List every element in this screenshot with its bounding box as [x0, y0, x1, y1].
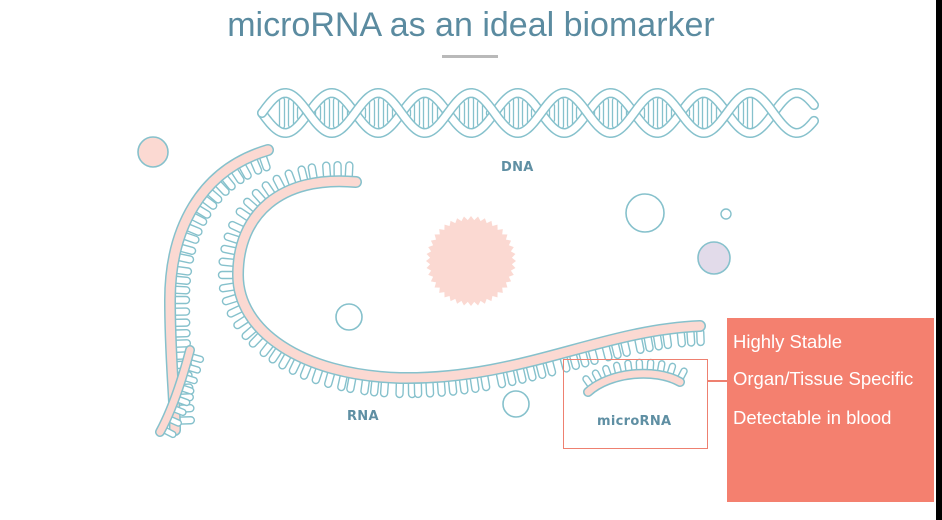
dna-base-pair: [278, 96, 286, 130]
dna-base-pair: [656, 96, 664, 130]
microrna-backbone: [584, 370, 684, 396]
microrna-label: microRNA: [597, 414, 672, 429]
window-edge: [936, 0, 942, 520]
property-detectable-in-blood: Detectable in blood: [733, 407, 892, 428]
rna-strand: [217, 161, 706, 399]
dna-base-pair: [602, 97, 610, 129]
tiny-bubble: [720, 208, 732, 220]
left-rna-strand: [155, 144, 274, 439]
lavender-bubble: [697, 241, 731, 275]
dna-backbone: [258, 89, 818, 137]
dna-base-pair: [368, 98, 376, 128]
biomarker-properties-panel: Highly Stable Organ/Tissue Specific Dete…: [727, 318, 934, 502]
decorative-bubbles: [137, 136, 732, 418]
dna-double-helix: [257, 87, 819, 139]
dna-base-pair: [701, 96, 709, 130]
title-underline: [442, 55, 498, 58]
dna-base-pair: [323, 97, 331, 129]
dna-label: DNA: [501, 160, 534, 175]
dna-base-pair: [377, 96, 385, 130]
dna-base-pair: [422, 96, 430, 130]
property-highly-stable: Highly Stable: [733, 331, 843, 352]
rna-label: RNA: [347, 409, 379, 424]
microrna-callout-box: [563, 359, 708, 449]
slide-title: microRNA as an ideal biomarker: [227, 6, 715, 44]
hollow-bubble-small: [335, 303, 363, 331]
callout-connector-line: [708, 380, 728, 382]
pink-bubble: [137, 136, 169, 168]
dna-base-pair: [647, 98, 655, 128]
dna-base-pair: [566, 97, 574, 129]
dna-base-pair: [467, 96, 475, 130]
hollow-bubble-bottom: [502, 390, 530, 418]
dna-base-pair: [746, 96, 754, 130]
dna-base-pair: [611, 97, 619, 129]
dna-base-pair: [287, 97, 295, 129]
hollow-bubble: [625, 193, 665, 233]
property-organ-tissue-specific: Organ/Tissue Specific: [733, 368, 914, 389]
hairpin-backbone: [156, 346, 194, 436]
dna-base-pair: [521, 98, 529, 128]
rna-backbone: [233, 176, 705, 383]
microrna-strand: [582, 358, 688, 397]
dna-base-pair: [332, 97, 340, 129]
dna-base-pair: [557, 96, 565, 130]
dna-base-pair: [512, 96, 520, 130]
spiky-particle: [426, 216, 516, 306]
